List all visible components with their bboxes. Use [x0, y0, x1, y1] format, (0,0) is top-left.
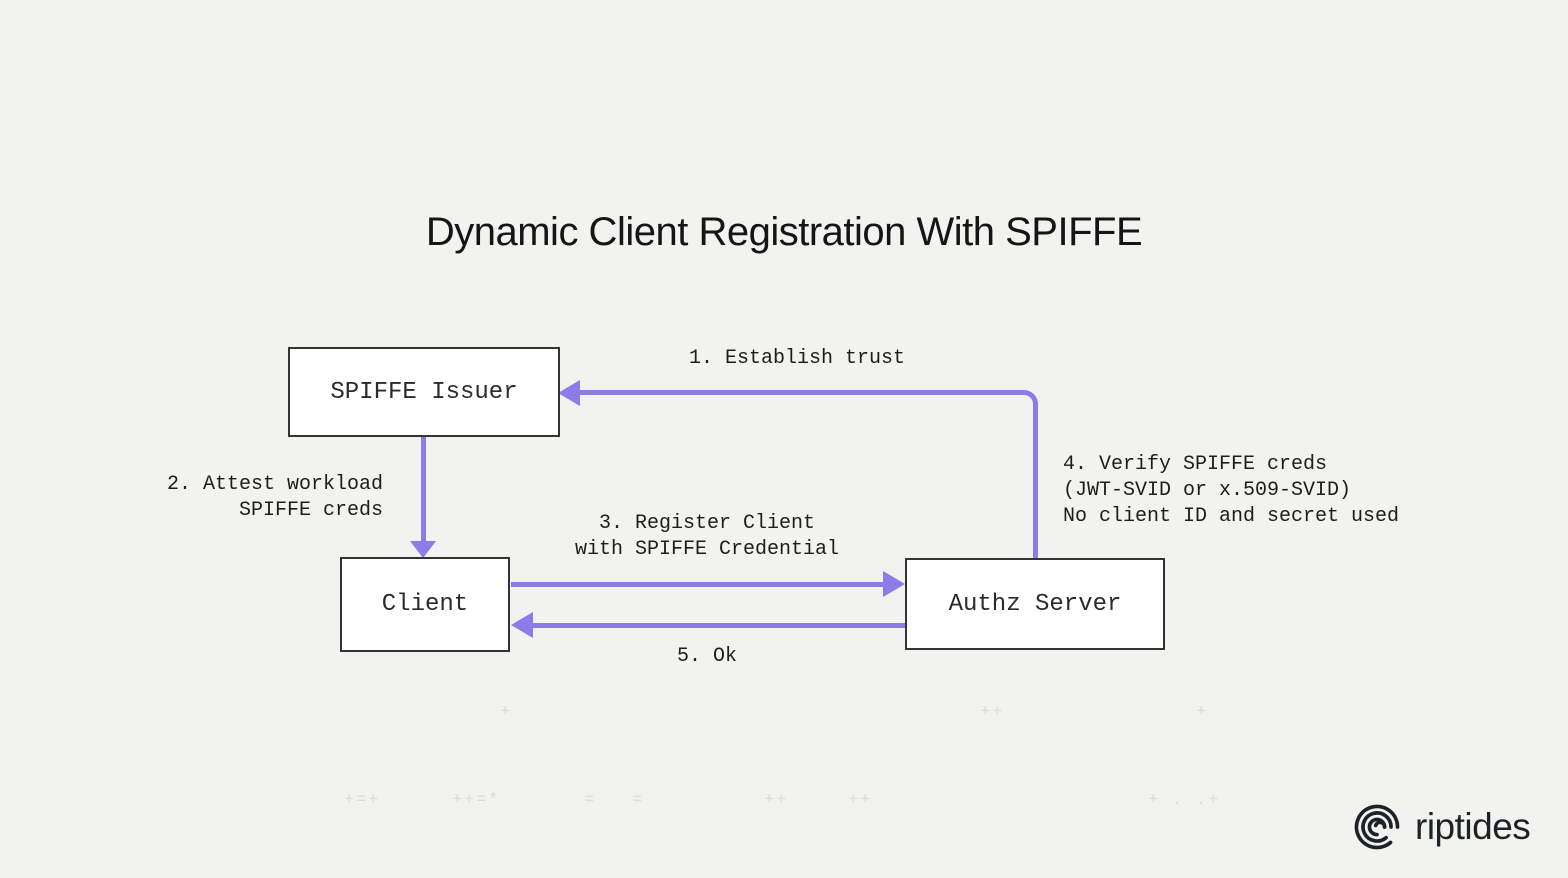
node-client: Client: [340, 557, 510, 652]
label-verify-line-2: (JWT-SVID or x.509-SVID): [1063, 479, 1352, 502]
ascii-art-row: +=+ ++=* = = ++ ++ + . .+: [8, 791, 1221, 811]
label-register-client: 3. Register Client with SPIFFE Credentia…: [557, 511, 857, 563]
node-authz-server: Authz Server: [905, 558, 1165, 650]
arrowhead-register-client: [883, 571, 905, 597]
node-spiffe-issuer-label: SPIFFE Issuer: [330, 378, 518, 406]
ascii-art-row: + ++ +: [8, 703, 1209, 723]
node-client-label: Client: [381, 591, 469, 618]
riptides-wordmark: riptides: [1415, 806, 1531, 847]
label-register-line-1: 3. Register Client: [598, 512, 816, 535]
arrow-ok: [531, 623, 907, 628]
node-spiffe-issuer: SPIFFE Issuer: [288, 347, 560, 437]
label-register-line-2: with SPIFFE Credential: [574, 538, 840, 561]
arrow-attest-workload: [421, 437, 426, 543]
label-establish-trust: 1. Establish trust: [647, 346, 947, 372]
label-verify-creds: 4. Verify SPIFFE creds (JWT-SVID or x.50…: [1063, 452, 1483, 530]
arrow-register-client: [511, 582, 883, 587]
label-attest-workload: 2. Attest workload SPIFFE creds: [135, 472, 383, 524]
riptides-spiral-icon: [1354, 804, 1400, 850]
label-ok-text: 5. Ok: [676, 645, 737, 668]
arrowhead-establish-trust: [558, 380, 580, 406]
label-establish-trust-text: 1. Establish trust: [688, 347, 906, 370]
arrowhead-attest-workload: [410, 541, 436, 558]
node-authz-server-label: Authz Server: [948, 590, 1122, 618]
arrow-establish-trust: [578, 390, 1038, 558]
label-verify-line-3: No client ID and secret used: [1063, 505, 1400, 528]
label-attest-line-2: SPIFFE creds: [238, 499, 383, 522]
ascii-art-background: + ++ + +=+ ++=* = = ++ ++ + . .+ = +=+ +: [8, 640, 1568, 878]
arrowhead-ok: [511, 612, 533, 638]
label-attest-line-1: 2. Attest workload: [166, 473, 383, 496]
label-ok: 5. Ok: [607, 644, 807, 670]
page-title: Dynamic Client Registration With SPIFFE: [425, 210, 1143, 254]
ascii-art-row: = +=+ + +=*= =+ ==++++++ = +=+=+= == + +…: [8, 874, 1568, 878]
label-verify-line-1: 4. Verify SPIFFE creds: [1063, 453, 1328, 476]
riptides-logo: riptides: [1350, 800, 1531, 854]
